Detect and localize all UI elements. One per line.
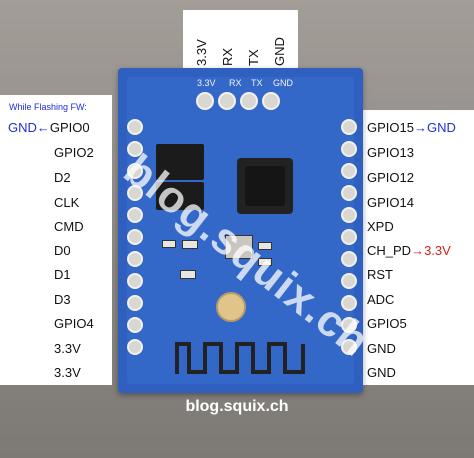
right-pin-label-xpd: XPD (367, 219, 394, 234)
pcb-antenna (175, 342, 305, 374)
right-pin-label-adc: ADC (367, 292, 395, 307)
right-pin-label-gpio5: GPIO5 (367, 316, 407, 331)
flashing-note: While Flashing FW: (9, 102, 87, 112)
pin-pad (127, 317, 143, 333)
esp-module-board (118, 68, 363, 393)
left-pin-label-gpio0: GND←GPIO0 (8, 120, 90, 136)
header-pad (240, 92, 258, 110)
left-pin-label-clk: CLK (54, 195, 80, 210)
pin-pad (341, 273, 357, 289)
left-pin-name: GPIO0 (49, 120, 90, 135)
pin-pad (341, 229, 357, 245)
smd-component (180, 270, 196, 279)
header-pad (218, 92, 236, 110)
left-pin-label-gpio2: GPIO2 (54, 145, 94, 160)
top-pin-label-gnd: GND (272, 37, 287, 66)
silkscreen-gnd: GND (273, 78, 293, 88)
flash-chip (156, 144, 204, 180)
left-pin-column (127, 119, 143, 355)
right-pin-column (341, 119, 357, 355)
left-pin-label-3v3-b: 3.3V (54, 365, 81, 380)
silkscreen-tx: TX (251, 78, 263, 88)
left-pin-label-3v3-a: 3.3V (54, 341, 81, 356)
top-pin-label-tx: TX (246, 49, 261, 66)
footer-credit: blog.squix.ch (185, 398, 289, 415)
left-pin-label-cmd: CMD (54, 219, 84, 234)
pin-pad (341, 185, 357, 201)
pin-pad (127, 339, 143, 355)
pin-pad (341, 339, 357, 355)
right-pin-label-gpio15: GPIO15→GND (367, 120, 456, 136)
pin-pad (341, 207, 357, 223)
smd-component (162, 240, 176, 248)
header-pad (196, 92, 214, 110)
right-pin-name: CH_PD (367, 243, 412, 258)
right-pin-label-gnd-b: GND (367, 365, 396, 380)
pin-pad (127, 141, 143, 157)
right-pin-suffix: →GND (413, 120, 456, 135)
silkscreen-3v3: 3.3V (197, 78, 216, 88)
smd-component (258, 242, 272, 250)
left-pin-label-d2: D2 (54, 170, 71, 185)
top-pin-label-3v3: 3.3V (194, 39, 209, 66)
pin-pad (127, 295, 143, 311)
pin-pad (341, 251, 357, 267)
flash-chip-2 (156, 182, 204, 210)
top-label-panel (183, 10, 298, 72)
right-pin-label-ch-pd: CH_PD→3.3V (367, 243, 451, 259)
right-pin-label-gpio14: GPIO14 (367, 195, 414, 210)
top-pin-label-rx: RX (220, 47, 235, 66)
right-pin-name: GPIO15 (367, 120, 414, 135)
pin-pad (341, 119, 357, 135)
left-label-panel (0, 95, 112, 385)
pin-pad (341, 295, 357, 311)
pin-pad (127, 185, 143, 201)
pin-pad (341, 141, 357, 157)
esp-chip (237, 158, 293, 214)
left-pin-label-d3: D3 (54, 292, 71, 307)
antenna-connector (216, 292, 246, 322)
board-surface (127, 77, 354, 384)
pin-pad (127, 229, 143, 245)
crystal-component (225, 235, 253, 259)
left-pin-label-d1: D1 (54, 267, 71, 282)
left-pin-label-d0: D0 (54, 243, 71, 258)
right-pin-label-gnd-a: GND (367, 341, 396, 356)
right-pin-label-gpio13: GPIO13 (367, 145, 414, 160)
smd-component (258, 258, 272, 266)
pin-pad (127, 251, 143, 267)
pin-pad (127, 163, 143, 179)
smd-component (182, 240, 198, 249)
right-pin-label-gpio12: GPIO12 (367, 170, 414, 185)
right-label-panel (362, 110, 474, 385)
left-pin-label-gpio4: GPIO4 (54, 316, 94, 331)
silkscreen-rx: RX (229, 78, 242, 88)
header-pad (262, 92, 280, 110)
pin-pad (127, 207, 143, 223)
pin-pad (341, 317, 357, 333)
top-header (196, 92, 280, 110)
right-pin-label-rst: RST (367, 267, 393, 282)
right-pin-suffix: →3.3V (411, 243, 451, 258)
left-pin-prefix: GND← (8, 120, 50, 135)
pin-pad (127, 273, 143, 289)
pin-pad (341, 163, 357, 179)
pin-pad (127, 119, 143, 135)
